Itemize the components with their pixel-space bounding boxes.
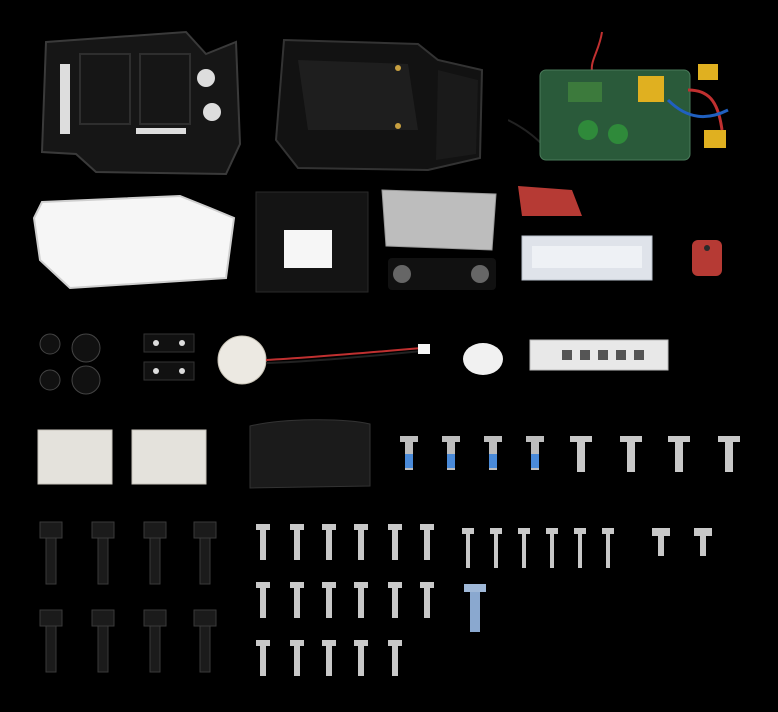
foam-disc <box>463 343 503 375</box>
bottom-housing-plate <box>40 30 242 176</box>
foam-gasket <box>32 194 236 290</box>
rubber-port-plugs <box>39 333 101 395</box>
small-pan-head-screws <box>652 528 712 556</box>
aluminium-heat-plate-and-port-panel <box>381 189 497 290</box>
blue-threadlock-screws <box>400 436 544 470</box>
adhesive-pad-1 <box>37 429 113 485</box>
foam-bumper-block <box>249 419 371 489</box>
gasket-sheet-with-window <box>255 191 369 293</box>
red-clip-and-led-holder <box>518 186 653 281</box>
buzzer-with-cable <box>217 335 430 385</box>
red-rubber-tag <box>692 240 722 276</box>
self-tapping-screws-and-blue-bolt <box>462 528 614 632</box>
steel-flange-screws <box>570 436 740 472</box>
adhesive-pad-2 <box>131 429 207 485</box>
mounting-brackets <box>143 333 195 381</box>
steel-machine-screws-grid <box>256 524 434 676</box>
top-housing-cover <box>274 38 484 172</box>
controller-circuit-board <box>508 31 729 161</box>
black-socket-cap-bolts <box>39 521 217 673</box>
led-strip-board <box>529 339 669 371</box>
